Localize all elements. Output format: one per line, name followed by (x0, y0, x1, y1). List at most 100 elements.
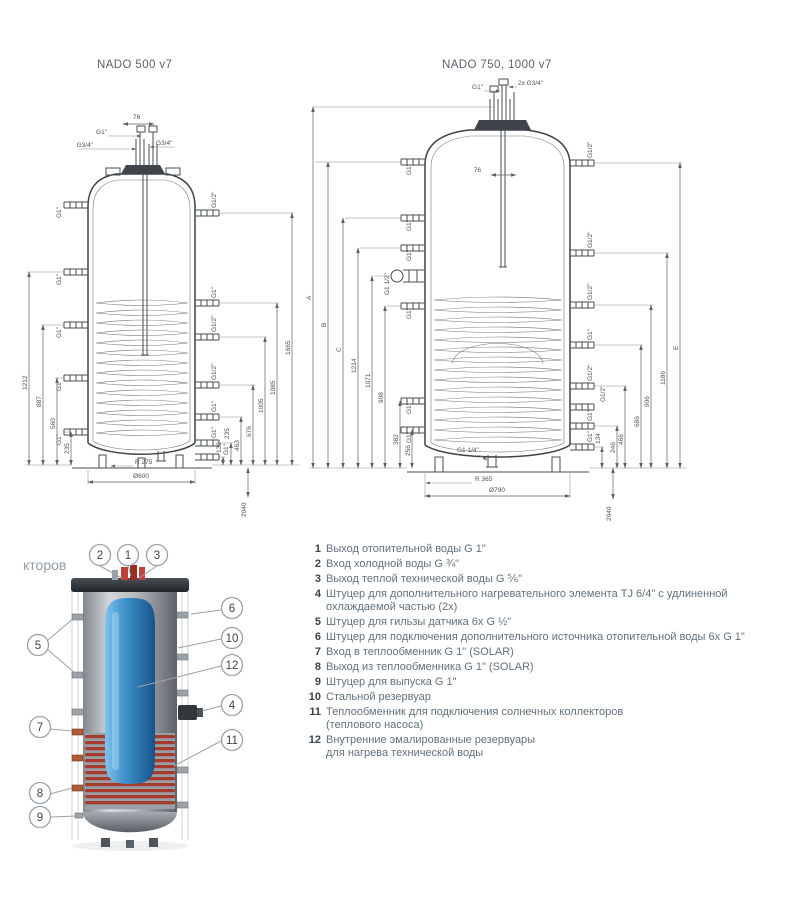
tank-base (72, 451, 212, 469)
legend-item: 11 Теплообменник для подключения солнечны… (305, 706, 783, 732)
legend-number: 11 (309, 706, 321, 718)
nozzle-label: G1/2" (587, 364, 594, 381)
nozzle-label: 2x G3/4" (518, 80, 544, 87)
top-pipe-assembly (105, 125, 181, 356)
dim-label: 1005 (258, 398, 265, 413)
nozzle-label: G1" (406, 249, 413, 261)
dim-label: 1186 (660, 371, 667, 385)
nozzle-label: G1/2" (587, 231, 594, 248)
nozzle-label: G1" (406, 402, 413, 414)
dim-label: 1212 (22, 375, 29, 390)
dim-label: 2040 (606, 506, 613, 521)
dim-label: 134 (595, 433, 602, 444)
left-nozzles (390, 158, 426, 434)
svg-text:11: 11 (226, 735, 238, 747)
legend-text: Вход холодной воды G ¾" (326, 558, 460, 570)
dim-label: 76 (474, 167, 482, 174)
legend-text: Теплообменник для подключения солнечных … (326, 706, 624, 731)
nozzle-label: G1" (56, 379, 63, 391)
legend-number: 8 (314, 661, 321, 673)
dim-label: 76 (133, 114, 141, 121)
legend-number: 5 (314, 616, 321, 628)
svg-text:10: 10 (226, 633, 239, 645)
drawing-title-left: NADO 500 v7 (97, 59, 173, 71)
dim-label: R 275 (135, 459, 153, 466)
dim-label: 1214 (351, 358, 358, 373)
nozzle-label: G1" (223, 443, 230, 455)
callout-5: 5 (26, 633, 50, 657)
tank-outline (424, 129, 571, 458)
nozzle-label: G1" (406, 163, 413, 175)
legend-text: Выход отопительной воды G 1" (326, 543, 486, 555)
legend-text: Стальной резервуар (326, 691, 431, 703)
right-nozzles (569, 159, 595, 451)
drain-label: G1 1/4" (457, 447, 480, 454)
callout-12: 12 (220, 653, 244, 677)
callout-1: 1 (116, 543, 140, 567)
svg-text:5: 5 (35, 640, 41, 652)
nozzle-label: G1" (211, 400, 218, 412)
dim-label: 246 (610, 442, 617, 453)
cutaway-figure: кторов (23, 543, 244, 851)
dim-label: 2040 (241, 502, 248, 517)
dim-label: E (673, 345, 680, 350)
top-connections (112, 565, 145, 580)
svg-text:8: 8 (37, 788, 43, 800)
legend-item: 8 Выход из теплообменника G 1" (SOLAR) (305, 661, 783, 674)
dim-label: 256 (405, 445, 412, 456)
nado-500-drawing: 76 G1" G3/4" G3/4" G1" G1" G1" G1" G1" 1… (22, 114, 300, 517)
legend-number: 7 (314, 646, 321, 658)
dim-label: C (336, 347, 343, 352)
top-cap (71, 578, 189, 592)
svg-text:12: 12 (226, 660, 239, 672)
svg-text:7: 7 (37, 722, 43, 734)
heating-element-flange (178, 705, 197, 720)
legend-number: 4 (314, 588, 321, 600)
callout-6: 6 (220, 596, 244, 620)
nozzle-label: G1/2" (211, 363, 218, 380)
coil-heat-exchanger (433, 296, 563, 443)
dim-label: 887 (36, 396, 43, 407)
svg-text:9: 9 (37, 812, 43, 824)
stray-text: кторов (23, 557, 66, 573)
right-nozzles (194, 209, 220, 461)
dim-label: 560 (50, 418, 57, 429)
tank-base (407, 455, 589, 473)
legend-text: Выход из теплообменника G 1" (SOLAR) (326, 661, 534, 673)
nozzle-label: G1" (56, 433, 63, 445)
nozzle-label: G1" (211, 426, 218, 438)
legend-text: Штуцер для подключения дополнительного и… (326, 631, 745, 643)
dim-label: 235 (64, 443, 71, 454)
legend-text: Вход в теплообменник G 1" (SOLAR) (326, 646, 514, 658)
svg-text:4: 4 (229, 700, 236, 712)
nozzle-label: G1/2" (600, 385, 607, 402)
callout-2: 2 (88, 543, 112, 567)
dim-label: 906 (644, 396, 651, 407)
dim-label: 235 (224, 428, 231, 439)
top-pipe-assembly (474, 78, 531, 268)
svg-text:6: 6 (229, 603, 235, 615)
left-nozzles (63, 201, 89, 436)
nozzle-label: G1/2" (587, 141, 594, 158)
dim-label: 382 (393, 434, 400, 445)
legend-text: Штуцер для дополнительного нагревательно… (326, 588, 728, 613)
dim-label: 132 (216, 442, 223, 453)
nozzle-label: G1" (406, 307, 413, 319)
nozzle-label: G1/2" (211, 315, 218, 332)
nozzle-label: G3/4" (77, 142, 94, 149)
dim-label: A (306, 295, 313, 300)
nozzle-label: G1" (211, 286, 218, 298)
nozzle-label: G1 1/2" (384, 272, 391, 295)
legend-number: 12 (308, 734, 321, 746)
nozzle-label: G3/4" (156, 140, 173, 147)
dim-label: Ø600 (133, 473, 149, 480)
nozzle-label: G1" (587, 430, 594, 442)
nozzle-label: G1" (406, 219, 413, 231)
